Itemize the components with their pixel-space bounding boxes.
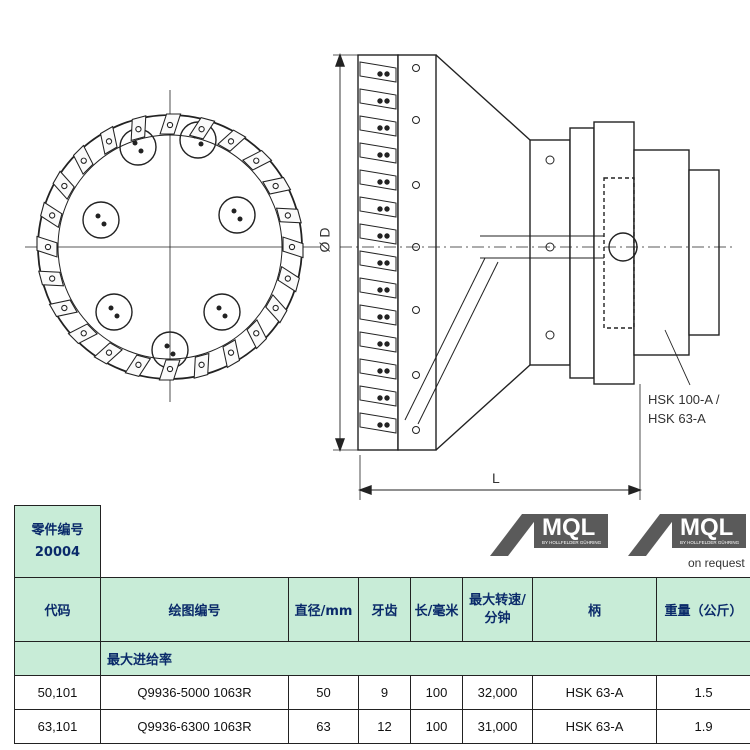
- part-number-cell: 零件编号 20004: [14, 505, 101, 578]
- cell-shank: HSK 63-A: [532, 709, 657, 744]
- cutter-teeth: [36, 113, 304, 381]
- col-header-weight: 重量（公斤）: [655, 577, 750, 642]
- cell-length: 100: [410, 709, 463, 744]
- col-header-teeth: 牙齿: [358, 577, 411, 642]
- diameter-dimension-label: Ø D: [316, 227, 333, 253]
- shank-label-line-2: HSK 63-A: [648, 411, 706, 426]
- col-header-max-speed-line1: 最大转速/: [469, 592, 526, 608]
- cell-code: 63,101: [14, 709, 101, 744]
- col-header-code: 代码: [14, 577, 101, 642]
- col-header-max-speed-line2: 分钟: [484, 610, 511, 626]
- col-header-max-speed: 最大转速/ 分钟: [462, 577, 533, 642]
- cell-shank: HSK 63-A: [532, 675, 657, 710]
- feed-label: 最大进给率: [99, 641, 750, 676]
- coolant-holes: [82, 121, 256, 369]
- table-header-row: 代码 绘图编号 直径/mm 牙齿 长/毫米 最大转速/ 分钟 柄 重量（公斤）: [14, 577, 750, 642]
- cell-weight: 1.5: [655, 675, 750, 710]
- cell-weight: 1.9: [655, 709, 750, 744]
- col-header-length: 长/毫米: [410, 577, 463, 642]
- cell-teeth: 9: [358, 675, 411, 710]
- cutter-front-view: [25, 90, 320, 402]
- cell-teeth: 12: [358, 709, 411, 744]
- mql-1-subtext: BY HOLLFELDER GÜHRING: [542, 540, 602, 545]
- col-header-diameter: 直径/mm: [288, 577, 359, 642]
- cell-code: 50,101: [14, 675, 101, 710]
- table-row: 63,101 Q9936-6300 1063R 63 12 100 31,000…: [14, 709, 750, 744]
- cell-max-speed: 31,000: [462, 709, 533, 744]
- side-view-inserts: [359, 61, 397, 434]
- mql-1-badge-shape: [490, 514, 608, 556]
- part-number-value: 20004: [34, 544, 81, 560]
- mql-2-badge: 2 MQL BY HOLLFELDER GÜHRING on request: [628, 510, 746, 574]
- feed-row: 最大进给率: [14, 641, 750, 676]
- mql-2-on-request: on request: [688, 556, 745, 570]
- length-dimension-label: L: [492, 470, 500, 486]
- mql-2-number: 2: [662, 534, 671, 551]
- part-number-label: 零件编号: [31, 522, 84, 538]
- spec-table: 零件编号 20004 代码 绘图编号 直径/mm 牙齿 长/毫米 最大转速/ 分…: [14, 505, 750, 744]
- mql-1-number: 1: [524, 534, 533, 551]
- cell-diameter: 63: [288, 709, 359, 744]
- cell-drawing-no: Q9936-6300 1063R: [100, 709, 289, 744]
- cell-diameter: 50: [288, 675, 359, 710]
- cell-drawing-no: Q9936-5000 1063R: [100, 675, 289, 710]
- cell-length: 100: [410, 675, 463, 710]
- mql-2-text: MQL: [680, 514, 734, 541]
- mql-2-subtext: BY HOLLFELDER GÜHRING: [680, 540, 740, 545]
- mql-2-badge-shape: [628, 514, 746, 556]
- shank-label-line-1: HSK 100-A /: [648, 392, 720, 407]
- col-header-drawing-no: 绘图编号: [100, 577, 289, 642]
- cell-max-speed: 32,000: [462, 675, 533, 710]
- table-row: 50,101 Q9936-5000 1063R 50 9 100 32,000 …: [14, 675, 750, 710]
- technical-drawing: [25, 52, 735, 500]
- col-header-shank: 柄: [532, 577, 657, 642]
- mql-1-badge: 1 MQL BY HOLLFELDER GÜHRING: [490, 510, 608, 558]
- mql-1-text: MQL: [542, 514, 596, 541]
